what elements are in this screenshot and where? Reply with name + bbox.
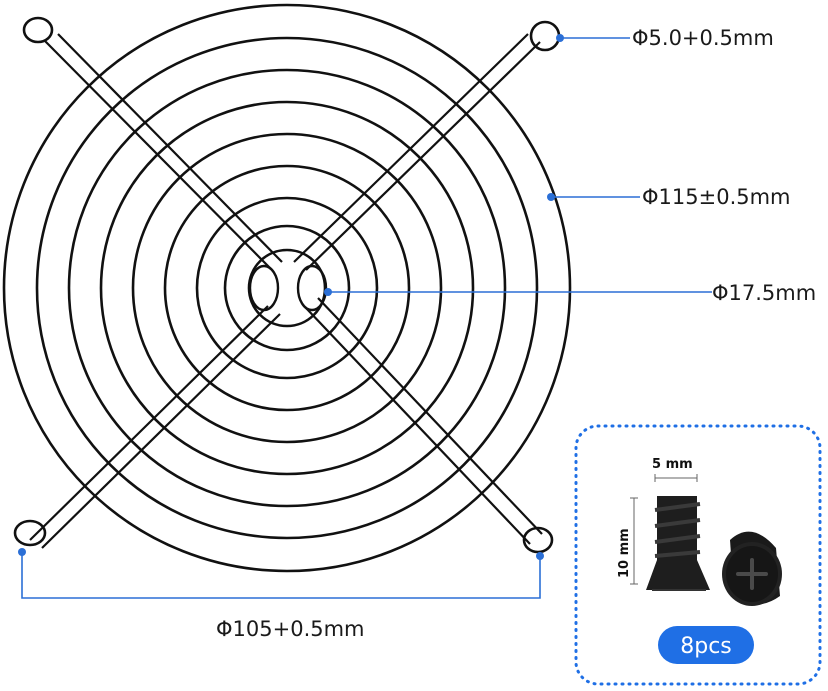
screws-inset: 5 mm 10 mm 8pcs — [574, 424, 822, 686]
ring-outer — [2, 3, 572, 573]
center-loops — [248, 264, 328, 312]
outer-diameter-label: Φ115±0.5mm — [642, 185, 791, 209]
hole-spacing-label: Φ105+0.5mm — [216, 617, 365, 641]
dimension-dots — [18, 34, 564, 560]
ring-2 — [35, 36, 539, 540]
dimension-lines — [21, 37, 712, 599]
ring-4 — [99, 100, 475, 476]
quantity-label: 8pcs — [680, 634, 732, 659]
ring-7 — [195, 196, 379, 380]
screw-height-label: 10 mm — [617, 528, 632, 578]
hook-bottom-left — [13, 519, 47, 547]
center-ring-label: Φ17.5mm — [712, 281, 816, 305]
dotted-border — [574, 424, 822, 686]
wire-rings — [2, 3, 572, 573]
screw-head-icon — [722, 531, 782, 606]
cross-wires — [29, 33, 543, 549]
ring-3 — [67, 68, 507, 508]
screw-side-icon — [646, 496, 710, 591]
corner-hooks — [13, 16, 561, 554]
hook-bottom-right — [522, 526, 554, 554]
screw-width-label: 5 mm — [652, 457, 693, 472]
hook-top-right — [529, 20, 561, 52]
ring-8 — [223, 224, 351, 352]
hook-top-left — [22, 16, 54, 44]
ring-5 — [131, 132, 443, 444]
ring-6 — [163, 164, 411, 412]
quantity-badge — [658, 626, 754, 664]
spacing-bracket — [21, 552, 541, 599]
hook-diameter-label: Φ5.0+0.5mm — [632, 26, 774, 50]
